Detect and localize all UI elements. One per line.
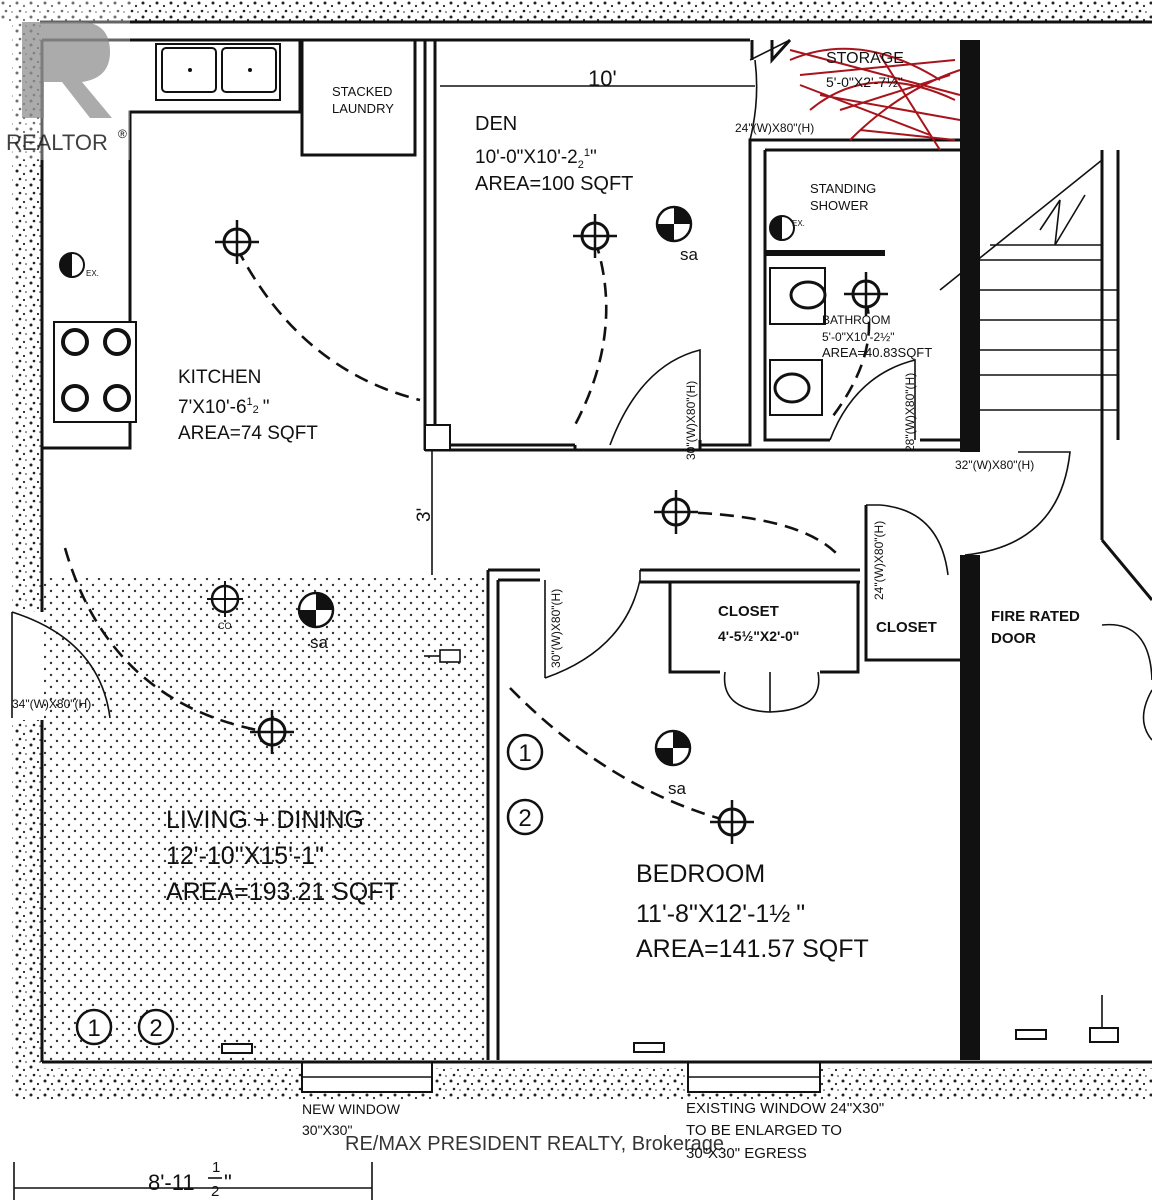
storage-dims: 5'-0"X2'-7½" [826,74,903,90]
bedroom-dims: 11'-8"X12'-1½" [636,900,805,928]
smoke-alarm-icon-living: sa [297,591,335,652]
shower-label-1: STANDING [810,181,876,196]
storage-door-label: 24"(W)X80"(H) [735,121,814,135]
storage-name: STORAGE [826,50,904,67]
window-new-label-2: 30"X30" [302,1122,352,1138]
bottom-dimension: 8'-11 1 2 " [13,1159,373,1200]
closet-hall-name: CLOSET [876,619,937,636]
ceiling-light-icon-den [573,214,617,258]
bath-door-label: 28"(W)X80"(H) [903,373,917,452]
sa-label-den: sa [680,245,699,264]
corridor-dim: 3' [414,508,435,522]
smoke-alarm-icon-bedroom: sa [654,729,692,798]
kitchen-area: AREA=74 SQFT [178,423,318,444]
doors [11,39,1152,741]
window-existing-label-3: 30"X30" EGRESS [686,1145,807,1162]
fire-door-size-label: 32"(W)X80"(H) [955,458,1034,472]
living-area: AREA=193.21 SQFT [166,878,399,906]
exterior-walls [0,0,1152,1100]
ex-label-kitchen: EX. [86,269,99,278]
shower-label-2: SHOWER [810,198,869,213]
window-new-label-1: NEW WINDOW [302,1101,401,1117]
exhaust-fan-icon-kitchen: EX. [59,252,99,278]
fire-door-label-1: FIRE RATED [991,608,1080,625]
ceiling-light-icon-bedroom [710,800,754,844]
closet-door-label: 24"(W)X80"(H) [872,521,886,600]
storage-scribble [789,47,961,151]
sa-label-bedroom: sa [668,779,687,798]
bedroom-name: BEDROOM [636,860,765,888]
window-existing-label-1: EXISTING WINDOW 24"X30" [686,1100,884,1117]
fire-door-label-2: DOOR [991,630,1036,647]
ceiling-light-icon-hall [654,490,698,534]
laundry-label-1: STACKED [332,84,392,99]
entry-door-label: 34"(W)X80"(H) [12,697,91,711]
den-area: AREA=100 SQFT [475,173,633,195]
bedroom-area: AREA=141.57 SQFT [636,935,869,963]
ceiling-light-icon-kitchen [215,220,259,264]
bottom-dim-tail: " [224,1170,232,1195]
den-dims: 10'-0"X10'-221" [475,147,597,171]
den-width-dim: 10' [588,66,617,91]
window-existing-label-2: TO BE ENLARGED TO [686,1122,842,1139]
realtor-logo-text: REALTOR [6,130,108,155]
kitchen-dims: 7'X10'-612" [178,396,270,418]
co-detector-icon: CO [207,581,243,631]
kitchen-name: KITCHEN [178,367,261,388]
living-name: LIVING + DINING [166,806,364,834]
ceiling-lights: CO [207,214,888,844]
co-label: CO [218,621,232,631]
realtor-registered: ® [118,127,127,141]
ex-label-bath: EX. [792,219,805,228]
den-door-label: 30"(W)X80"(H) [684,381,698,460]
marker-1-living: 1 [87,1015,100,1042]
ceiling-light-icon-living [250,710,294,754]
marker-1-bed: 1 [518,740,531,767]
bottom-dim-den: 2 [211,1183,219,1200]
closet-bed-dims: 4'-5½"X2'-0" [718,628,799,644]
exhaust-fan-icon-bath: EX. [769,215,805,241]
laundry-label-2: LAUNDRY [332,101,394,116]
agency-watermark: RE/MAX PRESIDENT REALTY, Brokerage [345,1133,724,1155]
bedroom-door-label: 30"(W)X80"(H) [549,589,563,668]
realtor-watermark: REALTOR ® [0,0,130,160]
smoke-alarm-icon-den: sa [655,205,699,264]
closet-bed-name: CLOSET [718,603,779,620]
fixtures [53,43,1119,1054]
bathroom-dims: 5'-0"X10'-2½" [822,330,895,344]
living-dims: 12'-10"X15'-1" [166,842,324,870]
marker-2-bed: 2 [518,805,531,832]
den-name: DEN [475,113,517,135]
ceiling-light-icon-bath [844,272,888,316]
living-floor-hatch [44,578,488,1060]
bottom-dim-value: 8'-11 [148,1170,195,1195]
light-switch-arcs [63,239,871,824]
bottom-dim-num: 1 [212,1159,220,1176]
marker-2-living: 2 [149,1015,162,1042]
bathroom-area: AREA=40.83SQFT [822,345,932,360]
interior-walls [42,38,1152,1060]
numbered-markers: 1 2 1 2 [75,733,544,1046]
bathroom-name: BATHROOM [822,313,890,327]
sa-label-living: sa [310,633,329,652]
